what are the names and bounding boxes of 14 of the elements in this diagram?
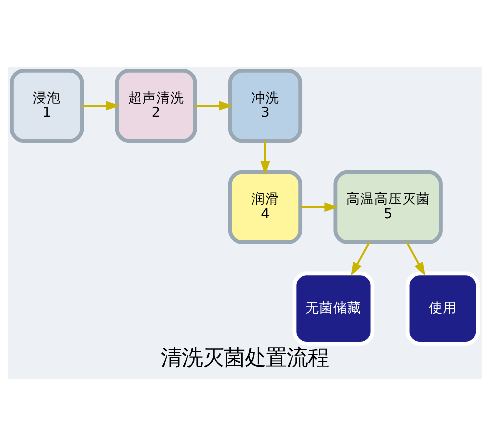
- diagram-title: 清洗灭菌处置流程: [161, 346, 329, 371]
- node-box: 浸泡 1: [10, 68, 84, 144]
- arrow: [351, 242, 370, 276]
- node-box: 超声清洗 2: [115, 68, 198, 144]
- node-box: 使用: [406, 272, 480, 346]
- node-box: 冲洗 3: [228, 68, 303, 144]
- arrow: [196, 101, 234, 111]
- arrow: [82, 101, 120, 111]
- node-box: 润滑 4: [228, 170, 303, 244]
- node-box: 无菌储藏: [292, 272, 375, 346]
- arrow: [260, 141, 270, 176]
- arrow: [300, 202, 338, 212]
- arrow: [406, 242, 426, 276]
- node-box: 高温高压灭菌 5: [334, 170, 443, 244]
